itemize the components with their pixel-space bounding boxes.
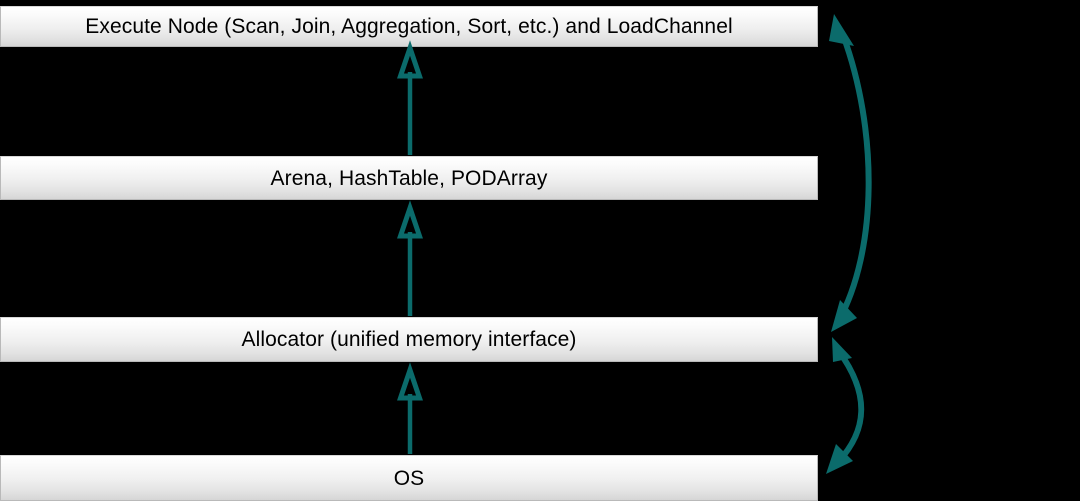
connector-os-to-allocator-icon (397, 362, 423, 454)
connector-execute-allocator-curve-icon (829, 14, 872, 332)
connector-allocator-to-arena-icon (397, 200, 423, 316)
layer-label-execute-node: Execute Node (Scan, Join, Aggregation, S… (85, 15, 733, 38)
layer-box-os: OS (0, 455, 818, 501)
layer-label-os: OS (393, 466, 425, 490)
connector-arena-to-execute-icon (397, 40, 423, 155)
layer-label-allocator: Allocator (unified memory interface) (241, 328, 577, 351)
layer-box-execute-node: Execute Node (Scan, Join, Aggregation, S… (0, 6, 818, 47)
layer-label-arena-hashtable-podarray: Arena, HashTable, PODArray (270, 166, 548, 190)
connector-allocator-os-curve-icon (826, 337, 865, 474)
layer-box-arena-hashtable-podarray: Arena, HashTable, PODArray (0, 156, 818, 200)
layer-box-allocator: Allocator (unified memory interface) (0, 317, 818, 362)
